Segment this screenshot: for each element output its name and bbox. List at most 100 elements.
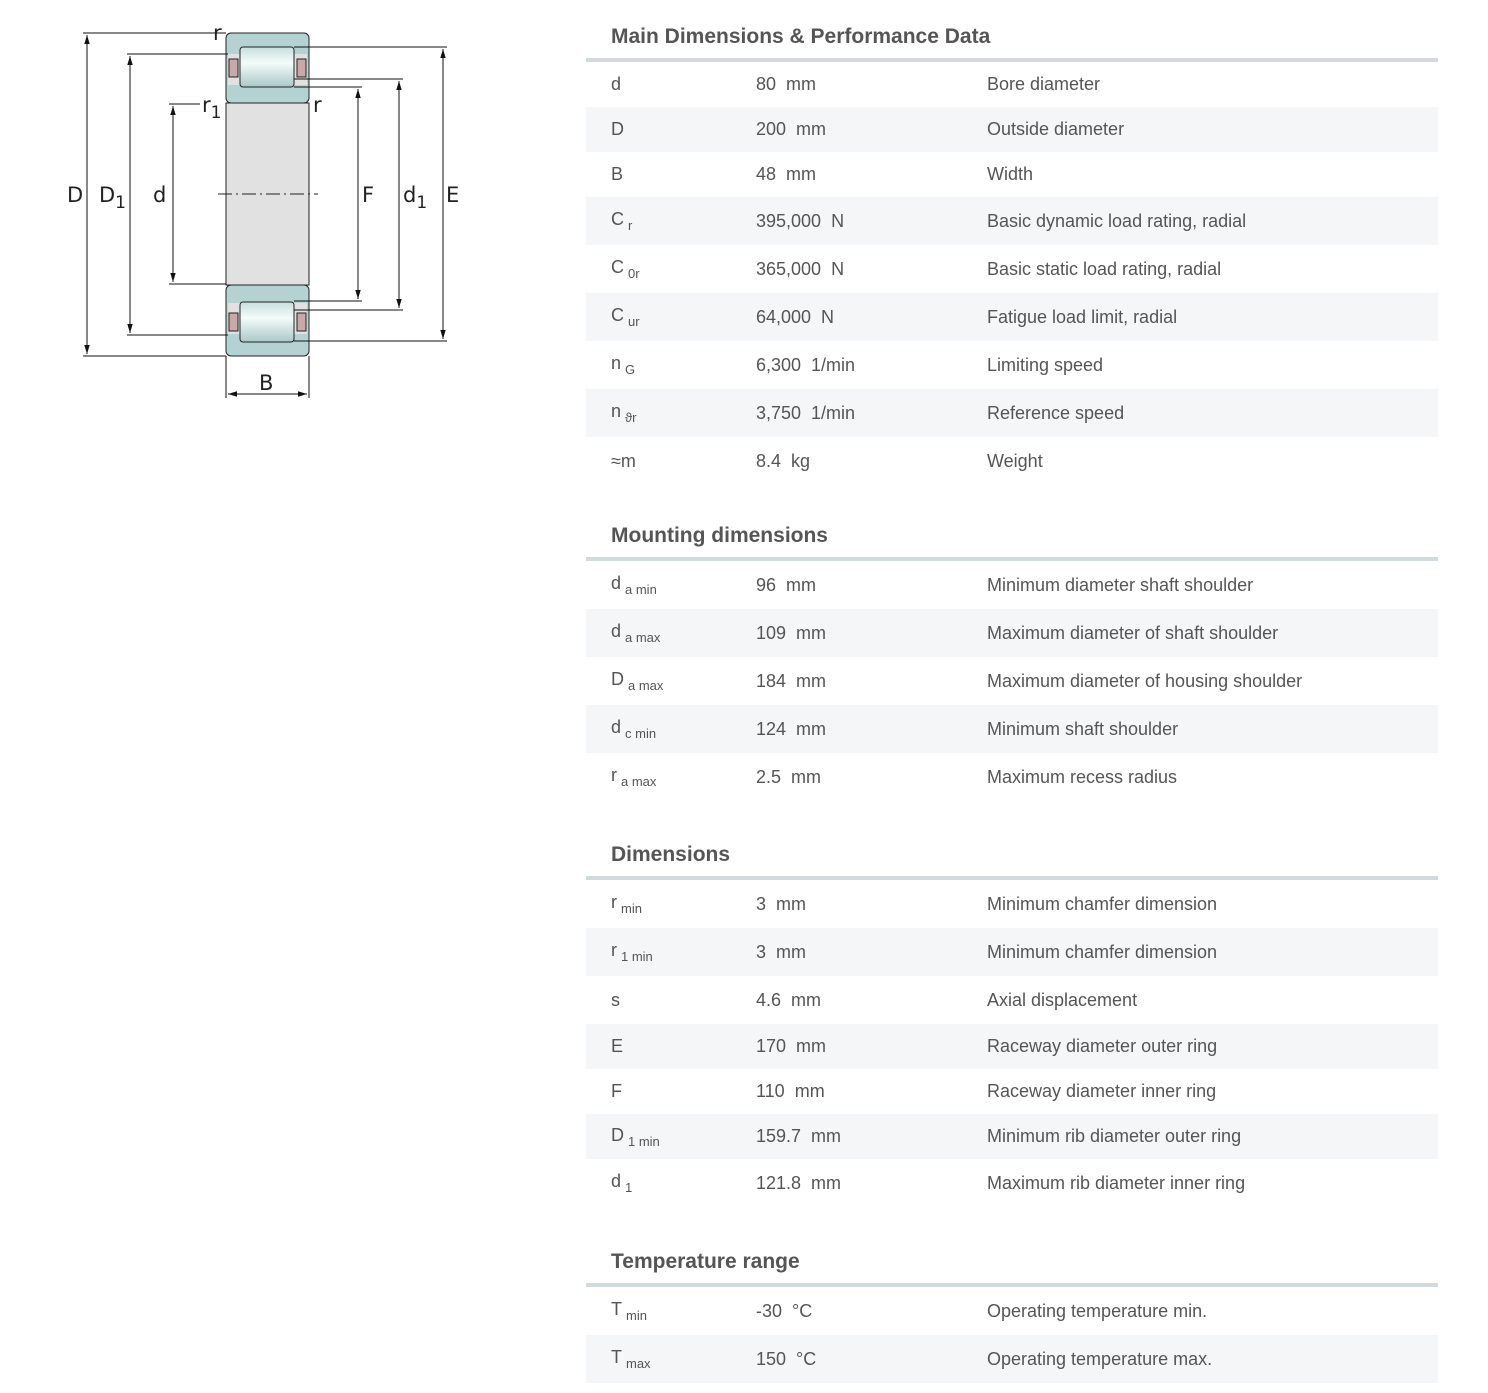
table-row: d 80 mm Bore diameter bbox=[586, 62, 1438, 107]
description-cell: Maximum diameter of housing shoulder bbox=[987, 670, 1303, 691]
symbol: E bbox=[611, 1036, 624, 1056]
symbol-cell: D bbox=[586, 119, 756, 140]
description-cell: Minimum rib diameter outer ring bbox=[987, 1126, 1242, 1146]
symbol-subscript: min bbox=[621, 901, 642, 916]
description-cell: Operating temperature max. bbox=[987, 1348, 1213, 1369]
symbol-subscript: min bbox=[626, 1308, 647, 1323]
symbol-cell: E bbox=[586, 1036, 756, 1057]
symbol: T bbox=[611, 1347, 622, 1367]
description-cell: Minimum diameter shaft shoulder bbox=[987, 574, 1254, 595]
dimension-labels: D D1 d F d1 E B r r1 r bbox=[67, 21, 459, 395]
symbol: n bbox=[611, 353, 622, 373]
value-cell: 110 mm bbox=[756, 1081, 825, 1101]
symbol: d bbox=[611, 573, 622, 593]
symbol: T bbox=[611, 1299, 622, 1319]
value-cell: 48 mm bbox=[756, 164, 817, 184]
description-cell: Outside diameter bbox=[987, 119, 1125, 139]
description-cell: Basic static load rating, radial bbox=[987, 258, 1222, 279]
section-main-dimensions-performance-data: Main Dimensions & Performance Data d 80 … bbox=[586, 22, 1438, 485]
symbol-cell: B bbox=[586, 164, 756, 185]
symbol: ≈m bbox=[611, 450, 636, 471]
description-cell: Minimum chamfer dimension bbox=[987, 941, 1218, 962]
symbol-cell: d bbox=[586, 74, 756, 95]
symbol-subscript: a max bbox=[625, 630, 661, 645]
value-cell: 200 mm bbox=[756, 119, 827, 139]
symbol-subscript: a max bbox=[628, 678, 664, 693]
description-cell: Fatigue load limit, radial bbox=[987, 306, 1178, 327]
symbol: D bbox=[611, 1124, 624, 1145]
label-r-top: r bbox=[213, 21, 222, 45]
symbol: s bbox=[611, 989, 620, 1010]
label-E: E bbox=[446, 183, 459, 207]
dimension-lines bbox=[83, 32, 447, 398]
section-divider bbox=[586, 58, 1438, 62]
symbol-subscript: c min bbox=[625, 726, 657, 741]
value-cell: 96 mm bbox=[756, 574, 817, 595]
label-d: d bbox=[153, 183, 166, 207]
section-title: Temperature range bbox=[611, 1250, 800, 1273]
description-cell: Raceway diameter inner ring bbox=[987, 1081, 1217, 1101]
value-cell: 395,000 N bbox=[756, 210, 845, 231]
symbol-cell: ≈m bbox=[586, 451, 756, 472]
value-cell: 159.7 mm bbox=[756, 1126, 842, 1146]
table-row: D 200 mm Outside diameter bbox=[586, 107, 1438, 152]
label-r1: r1 bbox=[202, 93, 221, 123]
table-row: B 48 mm Width bbox=[586, 152, 1438, 197]
value-cell: 124 mm bbox=[756, 718, 827, 739]
symbol: F bbox=[611, 1081, 622, 1101]
label-d1: d1 bbox=[403, 183, 427, 213]
value-cell: 170 mm bbox=[756, 1036, 827, 1056]
section-divider bbox=[586, 876, 1438, 880]
value-cell: 6,300 1/min bbox=[756, 354, 856, 375]
section-title: Mounting dimensions bbox=[611, 524, 828, 547]
symbol: d bbox=[611, 1171, 622, 1191]
label-D1: D1 bbox=[99, 183, 126, 213]
symbol-subscript: a min bbox=[625, 582, 657, 597]
label-F: F bbox=[362, 183, 374, 207]
description-cell: Maximum recess radius bbox=[987, 766, 1178, 787]
symbol-subscript: 1 min bbox=[621, 949, 653, 964]
symbol: C bbox=[611, 257, 624, 277]
symbol-subscript: r bbox=[628, 218, 633, 233]
symbol: D bbox=[611, 119, 624, 139]
symbol-subscript: 1 bbox=[625, 1180, 633, 1195]
description-cell: Maximum rib diameter inner ring bbox=[987, 1172, 1246, 1193]
table-row: F 110 mm Raceway diameter inner ring bbox=[586, 1069, 1438, 1114]
symbol: d bbox=[611, 74, 622, 94]
symbol-subscript: ϑr bbox=[625, 410, 637, 425]
value-cell: 4.6 mm bbox=[756, 989, 822, 1010]
label-B: B bbox=[259, 371, 273, 395]
section-title: Main Dimensions & Performance Data bbox=[611, 25, 991, 48]
description-cell: Basic dynamic load rating, radial bbox=[987, 210, 1247, 231]
symbol: r bbox=[611, 892, 617, 912]
label-r-right: r bbox=[313, 93, 322, 117]
symbol: n bbox=[611, 401, 622, 421]
spec-table: d 80 mm Bore diameter D 200 mm Outside d… bbox=[586, 62, 1438, 485]
